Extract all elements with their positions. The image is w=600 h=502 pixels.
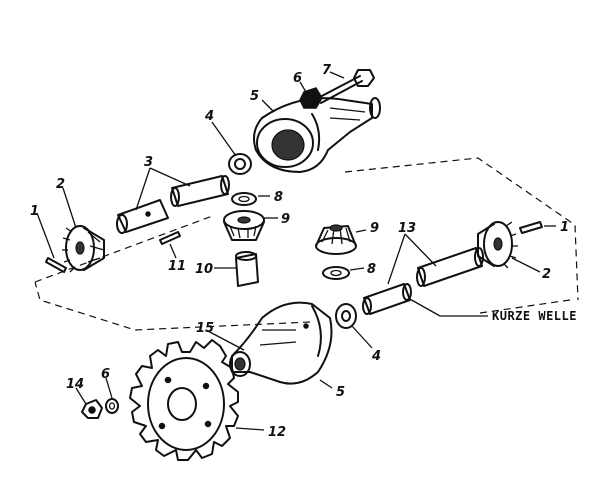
part-hex-nut xyxy=(81,399,103,419)
callout-4-bottom: 4 xyxy=(371,349,381,364)
part-cross-pin xyxy=(235,251,259,287)
part-pinion-upper xyxy=(223,210,265,241)
callout-15: 15 xyxy=(196,321,214,336)
callout-3: 3 xyxy=(144,155,153,170)
part-nut-lower xyxy=(105,398,119,414)
part-pin-left xyxy=(45,257,67,273)
part-sprocket xyxy=(129,339,239,461)
part-bevel-gear-left xyxy=(62,225,105,273)
callout-1-right: 1 xyxy=(560,220,569,235)
callout-6-top: 6 xyxy=(293,71,302,86)
callout-2-right: 2 xyxy=(542,267,551,282)
part-housing-upper xyxy=(253,97,381,173)
callout-7: 7 xyxy=(322,63,332,78)
part-housing-lower xyxy=(229,301,333,385)
assembly-outline xyxy=(34,157,579,331)
callout-12: 12 xyxy=(268,425,286,440)
callout-9-top: 9 xyxy=(281,212,290,227)
part-shaft-upper-left xyxy=(116,199,169,234)
part-bolt-upper xyxy=(317,69,375,104)
callout-4-top: 4 xyxy=(204,109,214,124)
part-washer-upper xyxy=(228,153,252,175)
callout-5-top: 5 xyxy=(250,89,259,104)
callout-14: 14 xyxy=(66,377,84,392)
part-shaft-upper-right xyxy=(170,175,230,207)
callout-6-bottom: 6 xyxy=(101,367,110,382)
part-pin-small xyxy=(159,231,181,245)
leader-lines xyxy=(36,71,556,431)
callout-5-bottom: 5 xyxy=(336,385,345,400)
callout-2-left: 2 xyxy=(56,177,65,192)
callout-13: 13 xyxy=(398,221,416,236)
part-pin-right xyxy=(519,221,543,234)
part-shaft-right-long xyxy=(416,247,484,287)
part-pinion-right xyxy=(315,224,357,255)
callout-8-right: 8 xyxy=(367,262,376,277)
callout-8-top: 8 xyxy=(274,190,283,205)
part-shaft-right-short xyxy=(362,283,412,315)
part-thrust-washer-right xyxy=(322,266,350,280)
callout-9-right: 9 xyxy=(370,221,379,236)
part-washer-lower xyxy=(335,303,357,329)
callout-11: 11 xyxy=(168,259,186,274)
part-thrust-washer-upper xyxy=(231,192,257,206)
note-kurze-welle: KURZE WELLE xyxy=(492,309,577,323)
callout-1-left: 1 xyxy=(30,204,39,219)
part-bevel-gear-right xyxy=(477,221,518,269)
callout-10: 10 xyxy=(195,262,213,277)
